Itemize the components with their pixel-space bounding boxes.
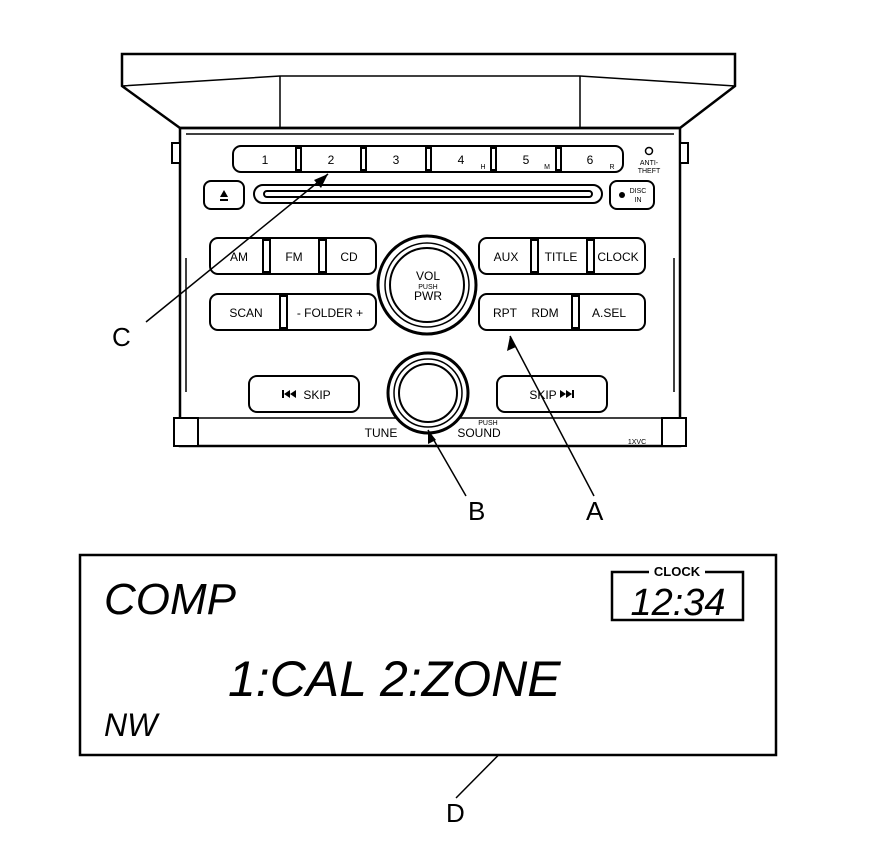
title-button[interactable]: TITLE [545,250,578,264]
lcd-clock-box [610,564,745,622]
tune-sound-knob[interactable] [386,351,470,435]
preset-dividers [295,147,562,171]
a-sel-button[interactable]: A.SEL [592,306,626,320]
preset-mark-h: H [480,164,485,171]
rpt-button[interactable]: RPT [493,306,518,320]
rdm-button[interactable]: RDM [531,306,558,320]
callout-a: A [586,496,604,526]
anti-theft-label-1: ANTI- [640,160,659,167]
eject-button[interactable] [203,180,245,210]
disc-in-label-2: IN [635,197,642,204]
skip-forward-icon [560,390,574,398]
callout-b: B [468,496,485,526]
disc-in-led [619,192,625,198]
scan-button[interactable]: SCAN [229,306,262,320]
skip-forward-label: SKIP [529,388,556,402]
aux-button[interactable]: AUX [494,250,519,264]
preset-5-label[interactable]: 5 [523,153,530,167]
preset-2-label[interactable]: 2 [328,153,335,167]
am-button[interactable]: AM [230,250,248,264]
disc-in-indicator: DISC IN [609,180,655,210]
sound-push-label: PUSH [478,420,497,427]
preset-6-label[interactable]: 6 [587,153,594,167]
lcd-clock-label: CLOCK [654,564,701,579]
vol-label: VOL [416,269,440,283]
lcd-compass-text: NW [104,707,160,743]
disc-slot [253,184,603,204]
eject-icon [220,190,228,197]
preset-mark-r: R [609,164,614,171]
callout-d: D [446,798,465,828]
lcd-clock-time: 12:34 [630,582,725,624]
skip-back-icon [282,390,296,398]
volume-knob[interactable] [376,234,478,336]
callout-c: C [112,322,131,352]
fm-button[interactable]: FM [285,250,302,264]
preset-4-label[interactable]: 4 [458,153,465,167]
cd-button[interactable]: CD [340,250,358,264]
model-code: 1XVC [628,439,646,446]
folder-button[interactable]: - FOLDER + [297,306,363,320]
eject-icon-bar [220,199,228,201]
preset-3-label[interactable]: 3 [393,153,400,167]
sound-label: SOUND [457,426,501,440]
head-unit-housing [120,52,737,448]
anti-theft-led [644,146,654,156]
skip-back-label: SKIP [303,388,330,402]
preset-mark-m: M [544,164,550,171]
skip-back-button[interactable]: SKIP [248,375,360,413]
skip-forward-button[interactable]: SKIP [496,375,608,413]
vol-push-label: PUSH [418,284,437,291]
preset-1-label[interactable]: 1 [262,153,269,167]
disc-in-label-1: DISC [630,188,647,195]
playback-mode-group [478,293,646,331]
anti-theft-label-2: THEFT [638,168,661,175]
lcd-message-text: 1:CAL 2:ZONE [228,651,561,707]
band-button-group [209,237,377,275]
source-button-group [478,237,646,275]
clock-button[interactable]: CLOCK [597,250,638,264]
pwr-label: PWR [414,289,442,303]
lcd-mode-text: COMP [104,575,237,624]
tune-label: TUNE [365,426,398,440]
scan-folder-group [209,293,377,331]
